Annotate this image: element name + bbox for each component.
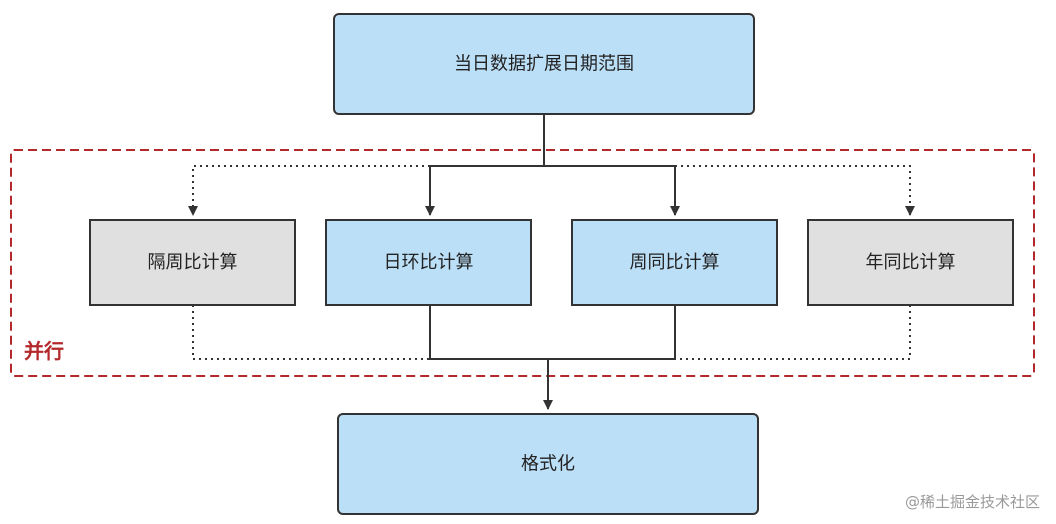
node-day-ring-label: 日环比计算 [384, 252, 474, 273]
edge-mom-week-merge [192, 305, 430, 360]
parallel-group-label: 并行 [24, 339, 64, 363]
node-week-yoy-box [571, 219, 778, 306]
edge-top-to-week-yoy [544, 165, 680, 216]
edge-day-ring-merge [429, 305, 548, 360]
edge-top-to-mom-week [188, 165, 430, 216]
node-week-yoy: 周同比计算 [571, 219, 778, 306]
parallel-group-frame [10, 149, 1035, 377]
edge-top-to-day-ring [425, 165, 544, 216]
node-year-yoy: 年同比计算 [807, 219, 1014, 306]
node-bottom-box [337, 413, 759, 515]
node-year-yoy-label: 年同比计算 [866, 252, 956, 273]
node-mom-week-label: 隔周比计算 [148, 252, 238, 273]
split-connectors [188, 114, 915, 216]
node-top: 当日数据扩展日期范围 [333, 13, 755, 115]
node-year-yoy-box [807, 219, 1014, 306]
node-mom-week: 隔周比计算 [89, 219, 296, 306]
node-top-label: 当日数据扩展日期范围 [454, 54, 634, 75]
node-day-ring: 日环比计算 [325, 219, 532, 306]
node-day-ring-box [325, 219, 532, 306]
node-bottom-label: 格式化 [521, 454, 575, 475]
node-top-box [333, 13, 755, 115]
edge-week-yoy-merge [548, 305, 676, 360]
node-week-yoy-label: 周同比计算 [630, 252, 720, 273]
edge-year-yoy-merge [675, 305, 911, 360]
merge-connectors [192, 305, 911, 410]
node-bottom: 格式化 [337, 413, 759, 515]
watermark-text: @稀土掘金技术社区 [904, 493, 1040, 511]
node-mom-week-box [89, 219, 296, 306]
edge-top-to-year-yoy [675, 165, 915, 216]
